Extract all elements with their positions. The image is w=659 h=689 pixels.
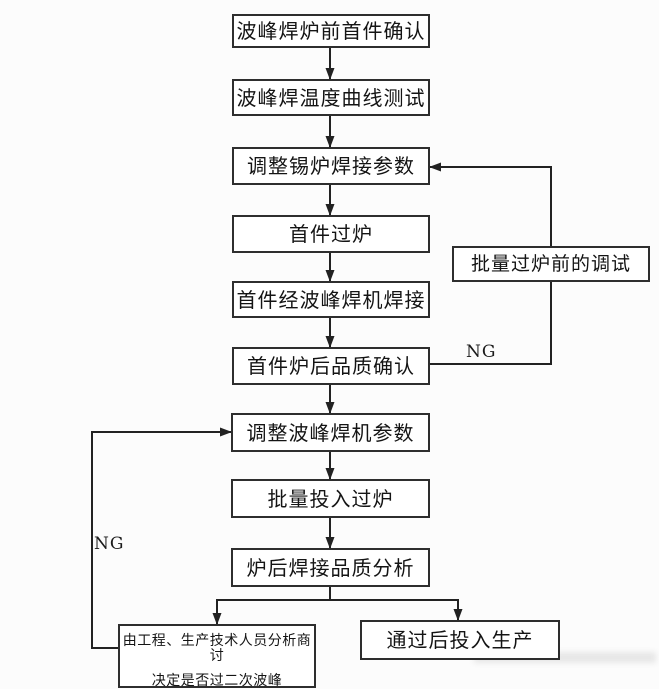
node-temp-curve-test: 波峰焊温度曲线测试 bbox=[232, 79, 430, 116]
node-pass-to-production: 通过后投入生产 bbox=[360, 620, 560, 660]
engineer-analysis-line2: 决定是否过二次波峰 bbox=[151, 672, 283, 689]
node-post-quality-analysis: 炉后焊接品质分析 bbox=[231, 548, 430, 587]
node-batch-debug: 批量过炉前的调试 bbox=[452, 246, 650, 282]
ng-label-bottom: NG bbox=[94, 534, 125, 554]
node-engineer-analysis: 由工程、生产技术人员分析商讨 决定是否过二次波峰 bbox=[118, 624, 316, 689]
node-adjust-wave-machine: 调整波峰焊机参数 bbox=[231, 413, 430, 452]
node-first-piece-through: 首件过炉 bbox=[232, 215, 430, 253]
engineer-analysis-line1: 由工程、生产技术人员分析商讨 bbox=[122, 633, 312, 665]
node-pre-first-confirm: 波峰焊炉前首件确认 bbox=[232, 14, 430, 48]
node-adjust-tin-furnace: 调整锡炉焊接参数 bbox=[232, 147, 430, 185]
node-first-piece-wave-solder: 首件经波峰焊机焊接 bbox=[232, 281, 430, 318]
watermark-smudge-artifact bbox=[474, 652, 656, 663]
node-first-piece-post-quality: 首件炉后品质确认 bbox=[232, 347, 430, 385]
ng-label-top: NG bbox=[466, 342, 497, 362]
node-batch-input-through: 批量投入过炉 bbox=[231, 479, 430, 518]
ng-feedback-bottom-path bbox=[91, 427, 232, 649]
